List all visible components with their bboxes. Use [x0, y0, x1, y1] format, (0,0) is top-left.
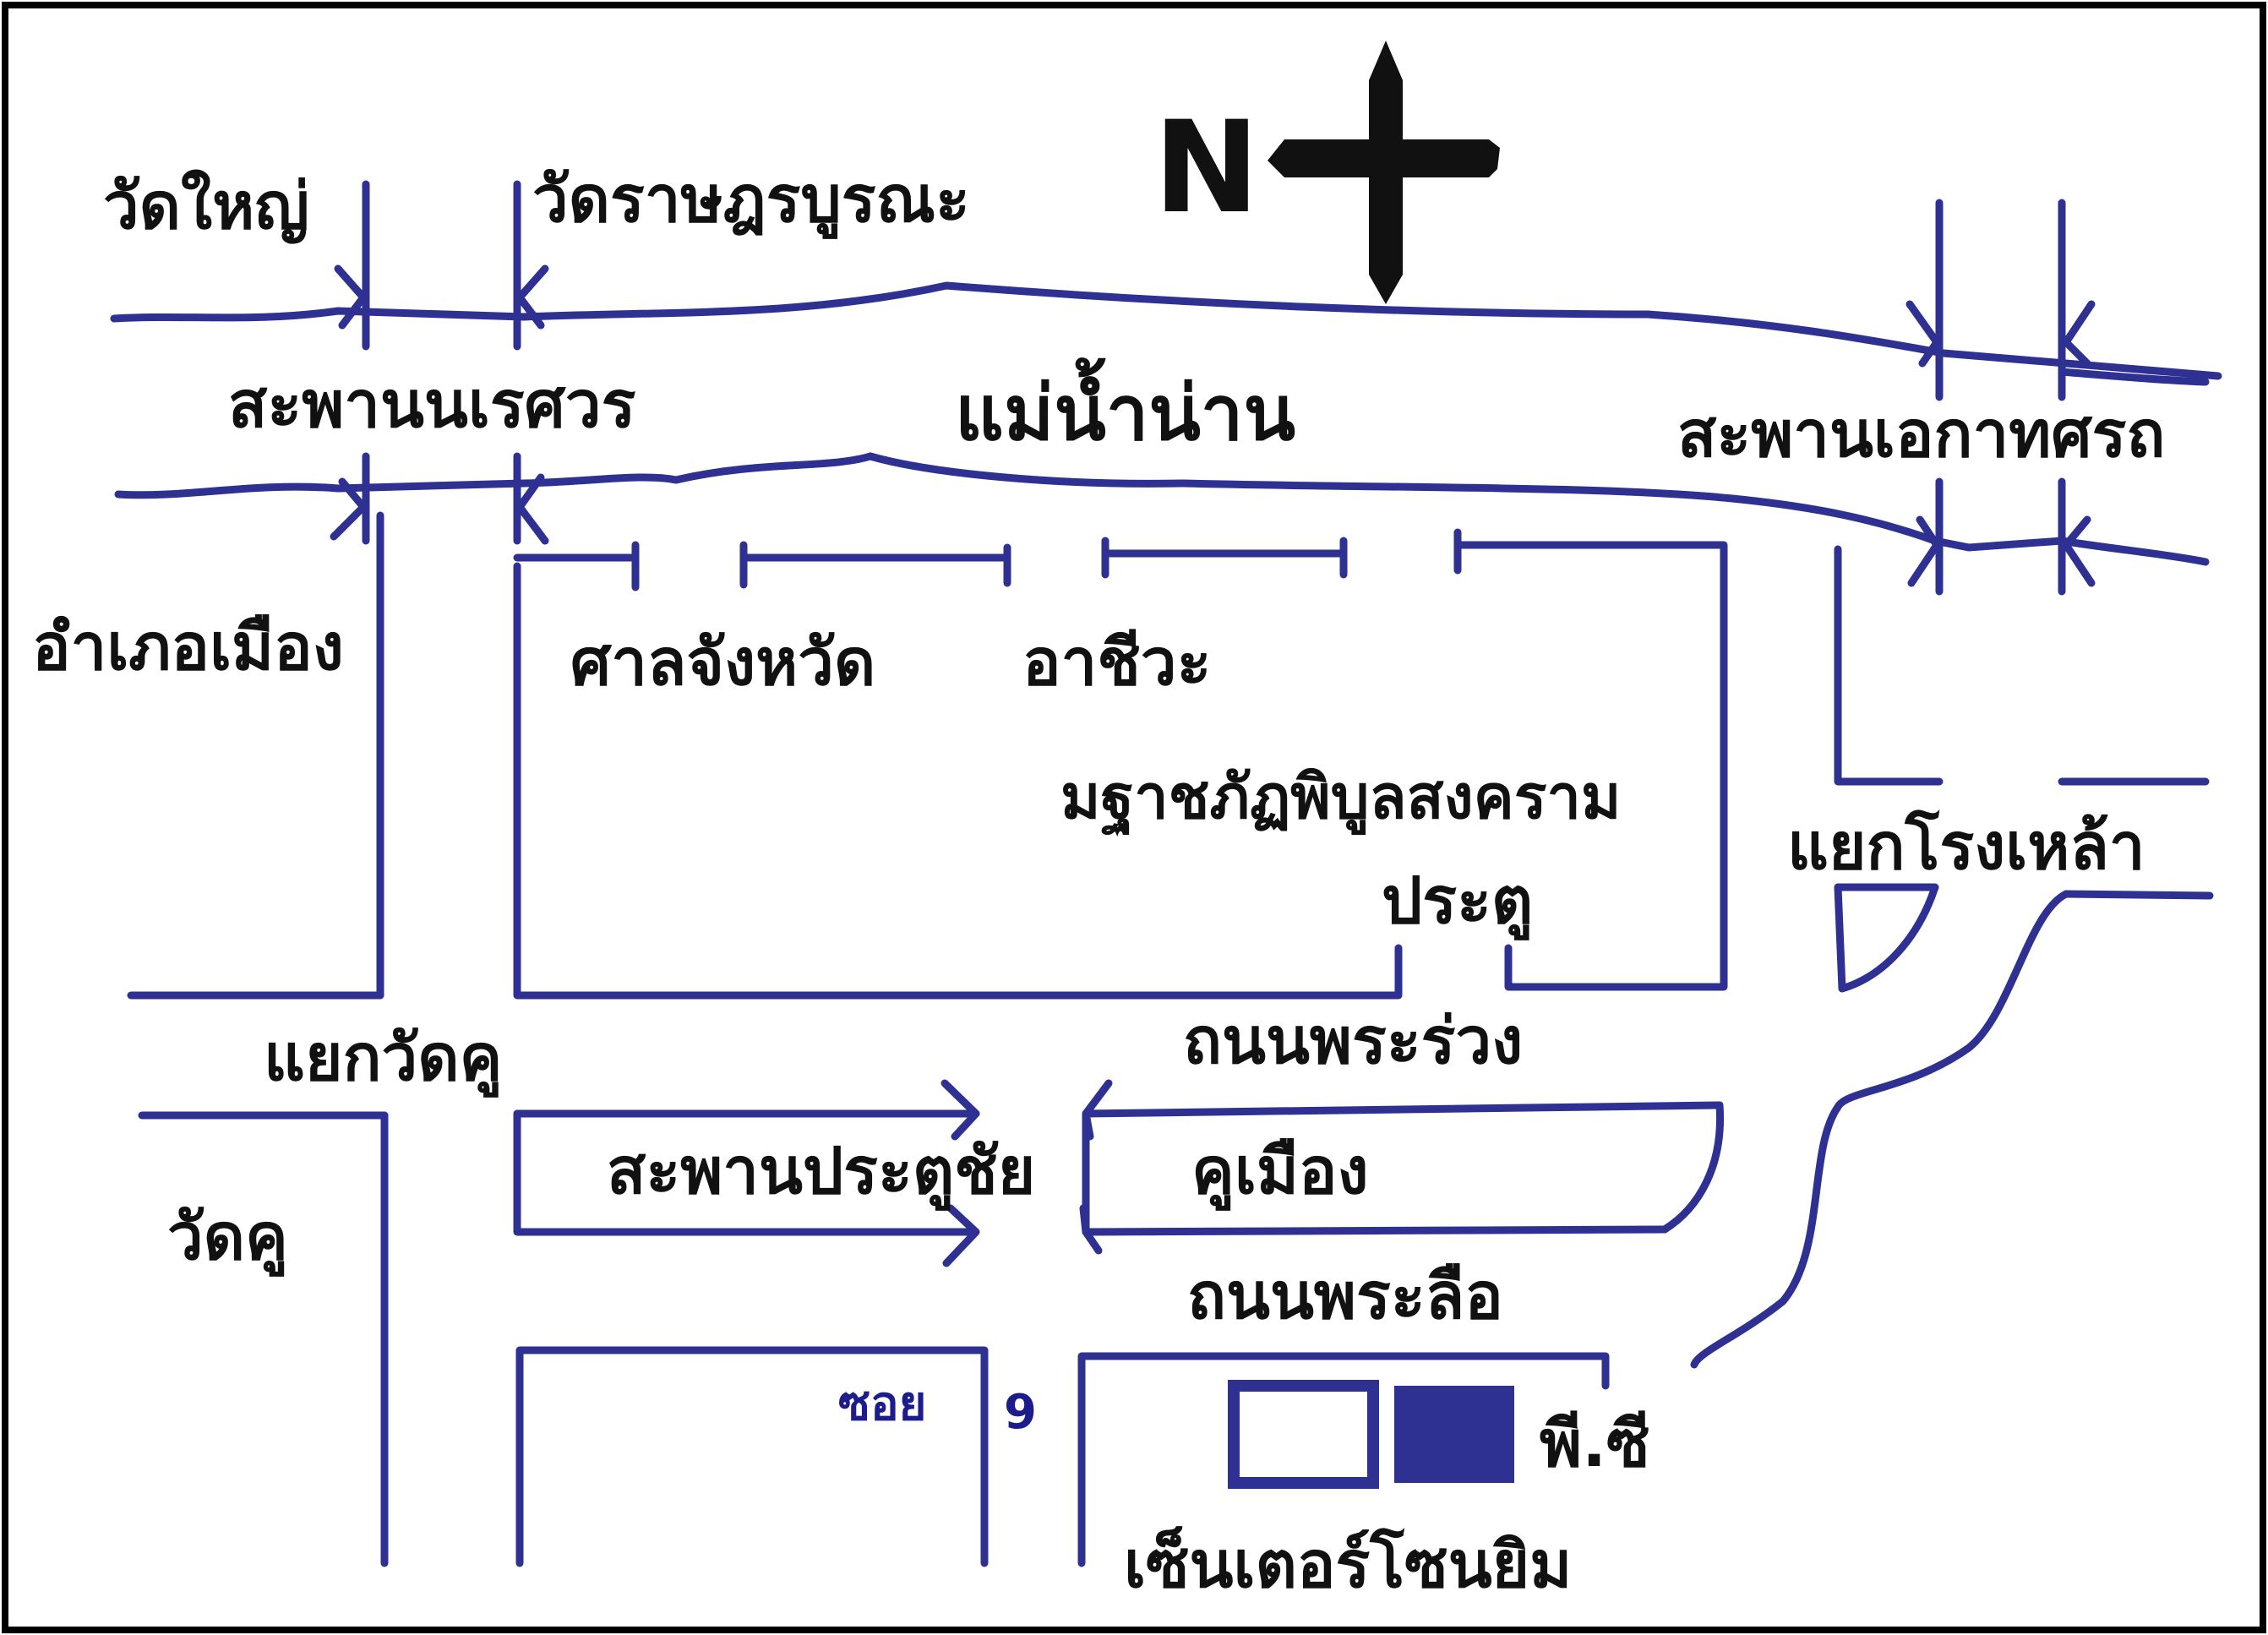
- soi-9-block: [515, 1346, 989, 1567]
- pratu-chai-east-bottom: [1082, 1225, 1669, 1236]
- label-wat-ratburana: วัดราษฎรบูรณะ: [532, 161, 970, 239]
- gym-block: [1077, 1352, 1610, 1567]
- arrow-naresuan-3: [330, 477, 368, 541]
- label-soi: ซอย: [838, 1376, 926, 1431]
- north-label: N: [1153, 95, 1260, 242]
- arrow-pratu-1: [940, 1079, 980, 1141]
- label-thanon-phra-lue: ถนนพระลือ: [1187, 1258, 1503, 1333]
- pc-building: [1394, 1386, 1514, 1483]
- arrow-pratu-2: [942, 1204, 980, 1267]
- rong-lao-block-west: [1834, 545, 1944, 786]
- pratu-chai-west: [513, 1109, 980, 1236]
- label-mae-nam-nan: แม่น้ำน่าน: [955, 357, 1295, 458]
- pratu-chai-east-curve: [1660, 1101, 1725, 1234]
- label-university: มฐาชภัฏพิบูลสงคราม: [1060, 761, 1621, 837]
- label-saphan-pratu-chai: สะพานประตูชัย: [607, 1133, 1035, 1211]
- label-saphan-ekathotsarot: สะพานเอกาทศรถ: [1677, 396, 2165, 471]
- arrow-naresuan-1: [334, 264, 368, 330]
- arrow-ekathotsarot-2: [2062, 300, 2096, 368]
- rong-lao-east-road: [2062, 890, 2214, 900]
- university-block-right: [1453, 541, 1728, 991]
- curved-road: [1690, 890, 2070, 1369]
- label-achiwa: อาชีวะ: [1022, 624, 1211, 700]
- arrow-ekathotsarot-3: [1907, 515, 1941, 587]
- river-bank-south: [114, 452, 2210, 566]
- arrow-naresuan-2: [515, 264, 549, 330]
- label-yaek-rong-lao: แยกโรงเหล้า: [1787, 809, 2145, 884]
- label-pc: พี.ซี: [1540, 1406, 1650, 1481]
- label-pratu: ประตู: [1382, 863, 1533, 940]
- label-yaek-wat-khu: แยกวัดคู: [264, 1020, 502, 1098]
- label-amphoe-mueang: อำเภอเมือง: [32, 609, 344, 684]
- label-khu-mueang: คูเมือง: [1191, 1133, 1369, 1211]
- university-block: [513, 562, 1403, 1000]
- compass-cross-icon: [1268, 41, 1500, 304]
- river-bank-north: [110, 281, 2222, 380]
- label-soi-number: 9: [1004, 1385, 1037, 1440]
- gym-building-outline: [1228, 1380, 1379, 1489]
- label-wat-yai: วัดใหญ่: [103, 168, 309, 244]
- rong-lao-triangle: [1834, 883, 1939, 993]
- river-bank-east: [2058, 368, 2210, 386]
- label-san-changwat: ศาลจังหวัด: [570, 624, 875, 700]
- label-wat-khu: วัดคู: [167, 1199, 288, 1277]
- arrow-ekathotsarot-1: [1905, 300, 1941, 368]
- label-center-zone-gym: เซ็นเตอร์โซนยิม: [1124, 1526, 1572, 1602]
- pratu-chai-east-top: [1082, 1101, 1724, 1118]
- label-saphan-naresuan: สะพานนเรศวร: [228, 367, 636, 442]
- arrow-ekathotsarot-4: [2062, 515, 2096, 587]
- arrow-naresuan-4: [515, 473, 549, 545]
- label-thanon-phra-ruang: ถนนพระร่วง: [1183, 1003, 1523, 1078]
